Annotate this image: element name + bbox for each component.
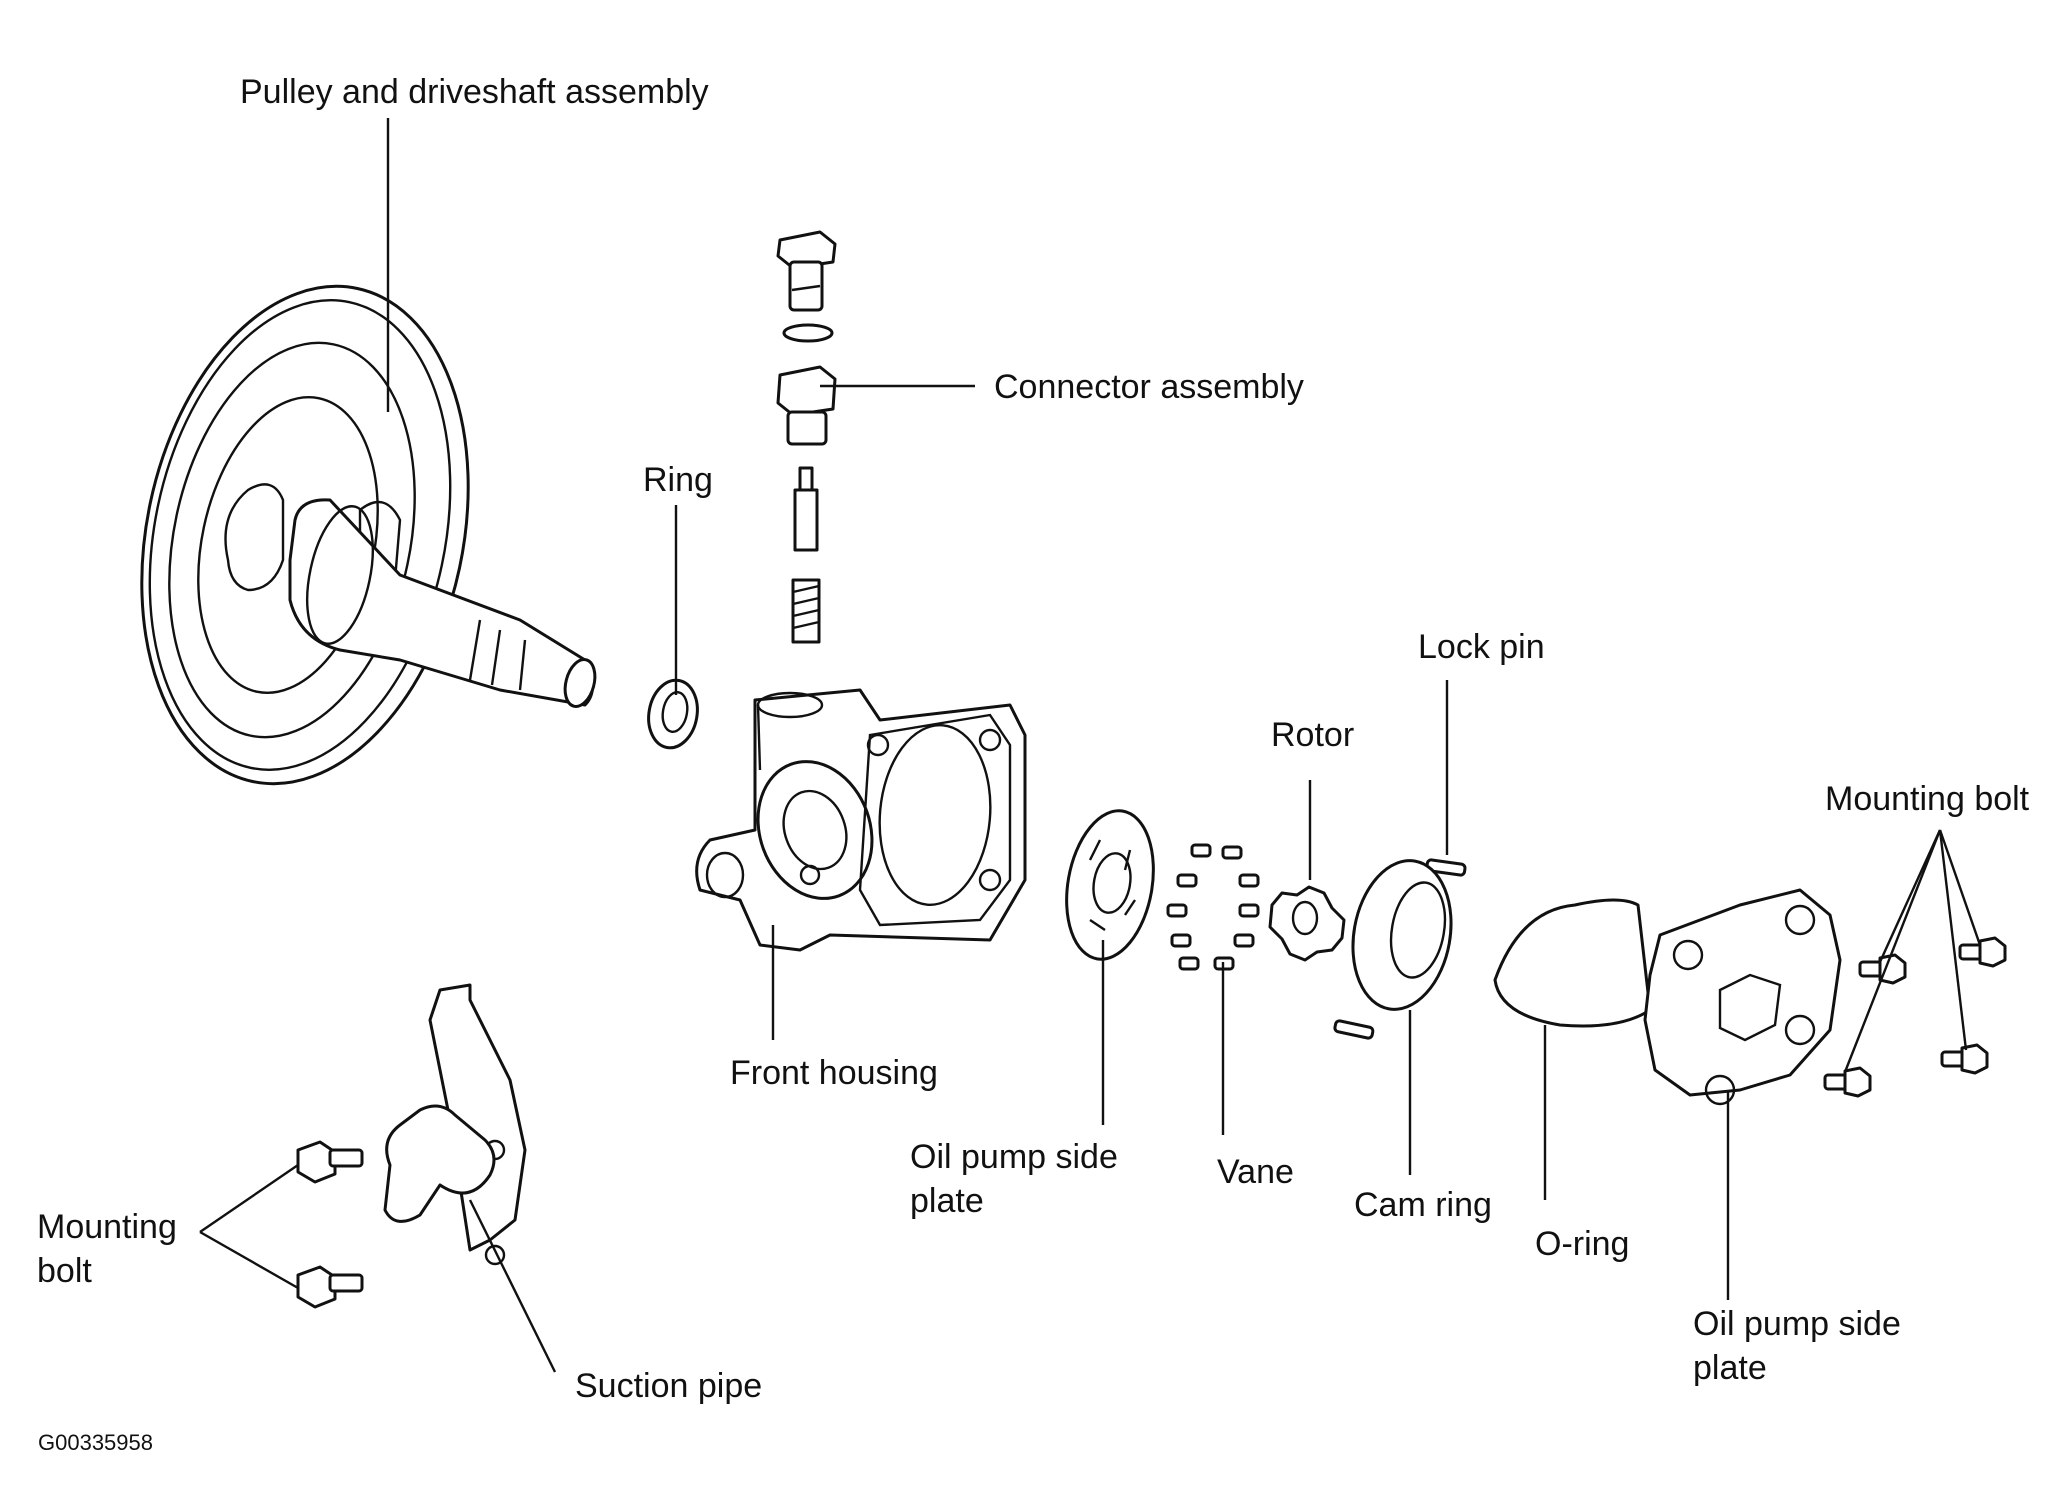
label-connector-assembly: Connector assembly bbox=[994, 368, 1304, 406]
label-suction-pipe: Suction pipe bbox=[575, 1367, 763, 1405]
o-ring-part bbox=[1493, 898, 1652, 1028]
label-oil-pump-side-plate-rear: Oil pump side plate bbox=[1693, 1305, 1901, 1387]
oil-pump-side-plate-front bbox=[1065, 809, 1155, 961]
label-vane: Vane bbox=[1217, 1153, 1294, 1191]
label-pulley-driveshaft: Pulley and driveshaft assembly bbox=[240, 73, 709, 111]
label-ring: Ring bbox=[643, 461, 713, 499]
vanes bbox=[1166, 843, 1260, 971]
leader-lines bbox=[199, 118, 1982, 1373]
rotor-part bbox=[1268, 885, 1346, 962]
suction-pipe-part bbox=[383, 983, 527, 1266]
label-mounting-bolt-right: Mounting bolt bbox=[1825, 780, 2030, 818]
lock-pin-lower bbox=[1333, 1019, 1375, 1040]
connector-assembly bbox=[776, 230, 837, 644]
label-cam-ring: Cam ring bbox=[1354, 1186, 1492, 1224]
oil-pump-side-plate-rear bbox=[1643, 888, 1842, 1106]
ring-part bbox=[647, 678, 699, 750]
mounting-bolts-right bbox=[1823, 936, 2007, 1098]
label-o-ring: O-ring bbox=[1535, 1225, 1630, 1263]
cam-ring-part bbox=[1351, 859, 1453, 1011]
front-housing bbox=[695, 688, 1027, 952]
label-oil-pump-side-plate-front: Oil pump side plate bbox=[910, 1138, 1118, 1220]
pulley-driveshaft-assembly bbox=[140, 284, 597, 786]
label-front-housing: Front housing bbox=[730, 1054, 938, 1092]
label-mounting-bolt-left: Mounting bolt bbox=[37, 1208, 177, 1290]
label-lock-pin: Lock pin bbox=[1418, 628, 1545, 666]
label-rotor: Rotor bbox=[1271, 716, 1355, 754]
figure-code: G00335958 bbox=[38, 1430, 153, 1455]
mounting-bolts-left bbox=[296, 1140, 364, 1309]
